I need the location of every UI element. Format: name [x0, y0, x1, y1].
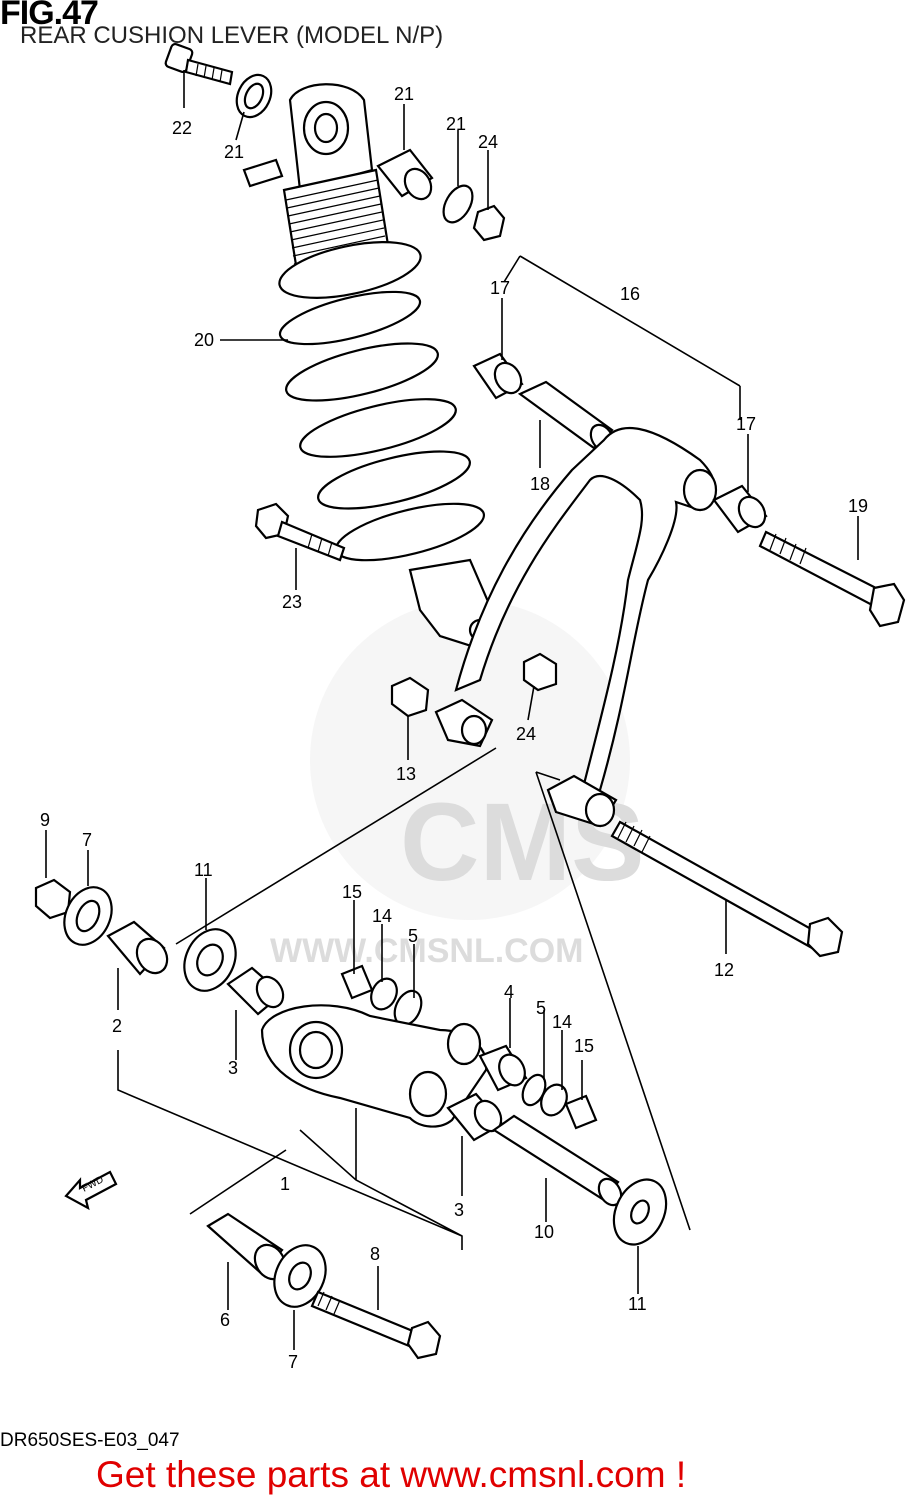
watermark-url: WWW.CMSNL.COM [270, 932, 584, 970]
part-14-washer-right [540, 1083, 568, 1117]
callout-6: 6 [220, 1310, 230, 1330]
callout-1: 1 [280, 1174, 290, 1194]
callout-23: 23 [282, 592, 302, 612]
callout-21: 21 [446, 114, 466, 134]
promo-link[interactable]: Get these parts at www.cmsnl.com ! [96, 1454, 687, 1495]
part-24-nut-lower [522, 652, 558, 692]
part-10-pipe [492, 1114, 620, 1202]
fwd-arrow-icon: FWD [64, 1170, 118, 1211]
part-18-collar [517, 380, 614, 450]
callout-3: 3 [228, 1058, 238, 1078]
callout-13: 13 [396, 764, 416, 784]
callout-5: 5 [408, 926, 418, 946]
callout-3: 3 [454, 1200, 464, 1220]
part-24-nut-upper [472, 204, 506, 242]
callout-15: 15 [574, 1036, 594, 1056]
callout-19: 19 [848, 496, 868, 516]
callout-17: 17 [736, 414, 756, 434]
callout-18: 18 [530, 474, 550, 494]
part-1-cushion-lever [260, 1004, 488, 1128]
callout-21: 21 [394, 84, 414, 104]
part-14-washer-left [370, 977, 398, 1011]
part-20-rear-shock-absorber [242, 83, 498, 652]
callout-10: 10 [534, 1222, 554, 1242]
part-16-cushion-rod [434, 426, 718, 828]
figure-label: FIG.47 [0, 0, 99, 32]
part-15-spacer-left [340, 964, 374, 1000]
part-19-bolt [758, 530, 906, 628]
callout-11: 11 [194, 860, 213, 880]
callout-22: 22 [172, 118, 192, 138]
part-13-nut [390, 676, 430, 718]
callout-16: 16 [620, 284, 640, 304]
part-22-bolt [164, 42, 234, 86]
part-21-washer-right [442, 184, 474, 224]
callout-7: 7 [82, 830, 92, 850]
figure-subtitle: REAR CUSHION LEVER (MODEL N/P) [20, 22, 444, 49]
part-23-bolt [254, 502, 346, 562]
callout-leaders [45, 70, 859, 1350]
callout-14: 14 [552, 1012, 572, 1032]
callout-24: 24 [516, 724, 536, 744]
callout-21: 21 [224, 142, 244, 162]
callout-20: 20 [194, 330, 214, 350]
callout-5: 5 [536, 998, 546, 1018]
callout-2: 2 [112, 1016, 122, 1036]
part-8-bolt [310, 1290, 442, 1360]
callout-14: 14 [372, 906, 392, 926]
drawing-code: DR650SES-E03_047 [0, 1430, 180, 1451]
part-12-bolt [610, 820, 844, 958]
part-15-spacer-right [564, 1094, 598, 1130]
callout-11: 11 [628, 1294, 647, 1314]
callout-9: 9 [40, 810, 50, 830]
callout-8: 8 [370, 1244, 380, 1264]
callout-12: 12 [714, 960, 734, 980]
callout-17: 17 [490, 278, 510, 298]
callout-24: 24 [478, 132, 498, 152]
callout-7: 7 [288, 1352, 298, 1372]
callout-15: 15 [342, 882, 362, 902]
callout-4: 4 [504, 982, 514, 1002]
callout-numbers: 22 21 21 21 24 17 16 17 20 18 19 23 24 1… [40, 84, 868, 1372]
